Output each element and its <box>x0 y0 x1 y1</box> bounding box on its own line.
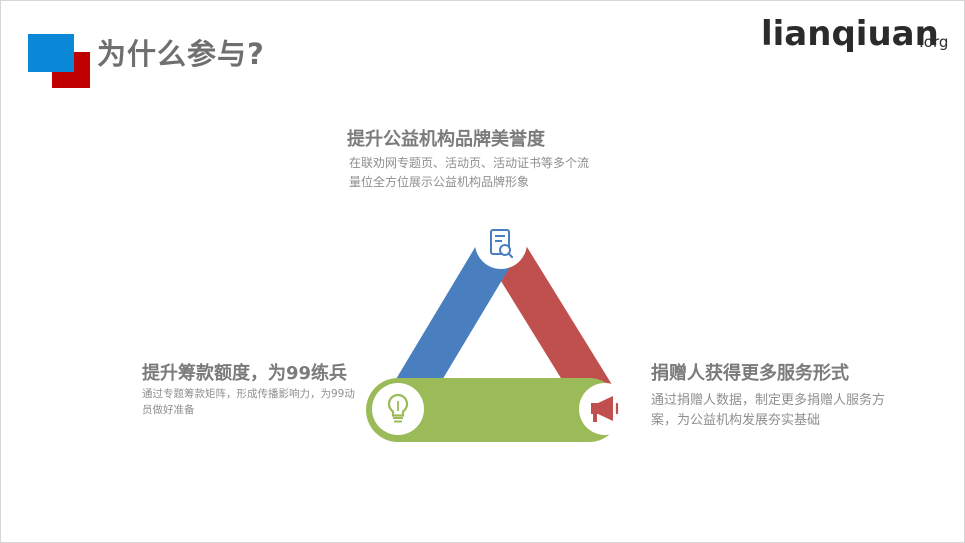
left-point-heading: 提升筹款额度，为99练兵 <box>142 363 348 384</box>
title-accent-blue-square <box>28 34 74 72</box>
lightbulb-icon <box>372 383 424 435</box>
page-title: 为什么参与? <box>97 37 265 71</box>
left-point-description: 通过专题筹款矩阵，形成传播影响力，为99动员做好准备 <box>142 388 355 417</box>
triangle-cycle-diagram <box>366 217 631 442</box>
green-band <box>366 378 621 442</box>
right-point-description: 通过捐赠人数据，制定更多捐赠人服务方案，为公益机构发展夯实基础 <box>651 393 886 429</box>
top-point-description: 在联劝网专题页、活动页、活动证书等多个流量位全方位展示公益机构品牌形象 <box>349 156 590 189</box>
right-point-heading: 捐赠人获得更多服务形式 <box>651 363 849 384</box>
top-point-heading: 提升公益机构品牌美誉度 <box>347 129 545 150</box>
logo-text: lianqiuan <box>761 14 939 54</box>
document-search-icon <box>475 217 527 269</box>
lianquan-logo: lianqiuan .org <box>761 14 948 54</box>
megaphone-icon <box>579 383 631 435</box>
logo-suffix: .org <box>919 33 948 51</box>
